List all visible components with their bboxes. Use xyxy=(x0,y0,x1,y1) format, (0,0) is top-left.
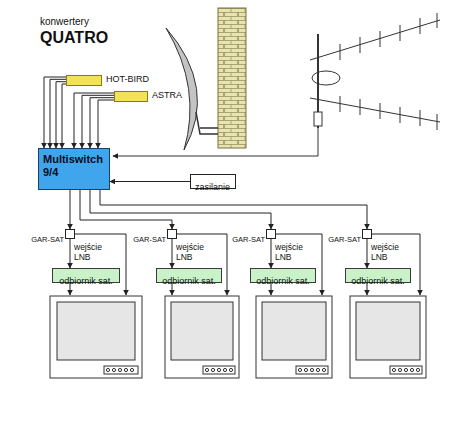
node-text: Multiswitch 9/4 xyxy=(43,153,105,179)
cable-connector xyxy=(44,77,66,148)
node-text: GAR-SAT xyxy=(328,235,361,244)
brick-wall xyxy=(218,8,246,148)
power-box: zasilanie xyxy=(190,174,236,189)
node-text: odbiornik sat. xyxy=(162,276,216,287)
splitter-box: GAR-SAT xyxy=(65,229,75,239)
splitter-box: GAR-SAT xyxy=(362,229,372,239)
tv-wire xyxy=(70,234,420,295)
tv-set xyxy=(165,296,239,378)
caption-text: konwertery xyxy=(40,16,89,27)
cable-connector xyxy=(100,190,367,229)
node-text: zasilanie xyxy=(195,182,230,193)
cable-connector xyxy=(74,93,114,148)
cable-connector xyxy=(62,84,66,148)
splitter-box: GAR-SAT xyxy=(266,229,276,239)
satellite-dish xyxy=(166,28,197,150)
cable-connector xyxy=(90,190,271,229)
edge-label: wejście LNB xyxy=(371,242,405,262)
tv-set xyxy=(350,296,426,378)
terrestrial-antenna xyxy=(113,13,440,156)
receiver-box: odbiornik sat. xyxy=(250,268,316,283)
cable-connector xyxy=(367,239,368,268)
tv-set xyxy=(50,296,142,378)
tv-set xyxy=(256,296,332,378)
cable-connector xyxy=(110,181,190,182)
caption-text: QUATRO xyxy=(40,29,108,47)
cable-connector xyxy=(172,239,173,268)
edge-label: wejście LNB xyxy=(74,242,108,262)
receiver-box: odbiornik sat. xyxy=(345,268,411,283)
dish-bracket xyxy=(196,112,218,134)
cable-connector xyxy=(271,239,272,268)
cable-connector xyxy=(56,82,66,148)
node-text: HOT-BIRD xyxy=(105,74,150,84)
node-text: odbiornik sat. xyxy=(256,276,310,287)
node-text: GAR-SAT xyxy=(133,235,166,244)
cable-connector xyxy=(90,98,114,148)
node-text: GAR-SAT xyxy=(232,235,265,244)
node-text: ASTRA xyxy=(151,90,183,100)
receiver-box: odbiornik sat. xyxy=(52,268,120,283)
cable-connector xyxy=(70,239,71,268)
edge-label: wejście LNB xyxy=(275,242,309,262)
node-text: odbiornik sat. xyxy=(59,276,113,287)
multiswitch-box: Multiswitch 9/4 xyxy=(38,148,110,190)
cable-connector xyxy=(70,190,71,229)
lnb-converter: ASTRA xyxy=(114,91,148,102)
cable-connector xyxy=(80,190,172,229)
splitter-box: GAR-SAT xyxy=(167,229,177,239)
node-text: odbiornik sat. xyxy=(351,276,405,287)
cable-connector xyxy=(50,79,66,148)
lnb-converter: HOT-BIRD xyxy=(66,75,102,86)
edge-label: wejście LNB xyxy=(176,242,210,262)
receiver-box: odbiornik sat. xyxy=(156,268,222,283)
cable-connector xyxy=(82,95,114,148)
cable-connector xyxy=(98,100,114,148)
node-text: GAR-SAT xyxy=(31,235,64,244)
